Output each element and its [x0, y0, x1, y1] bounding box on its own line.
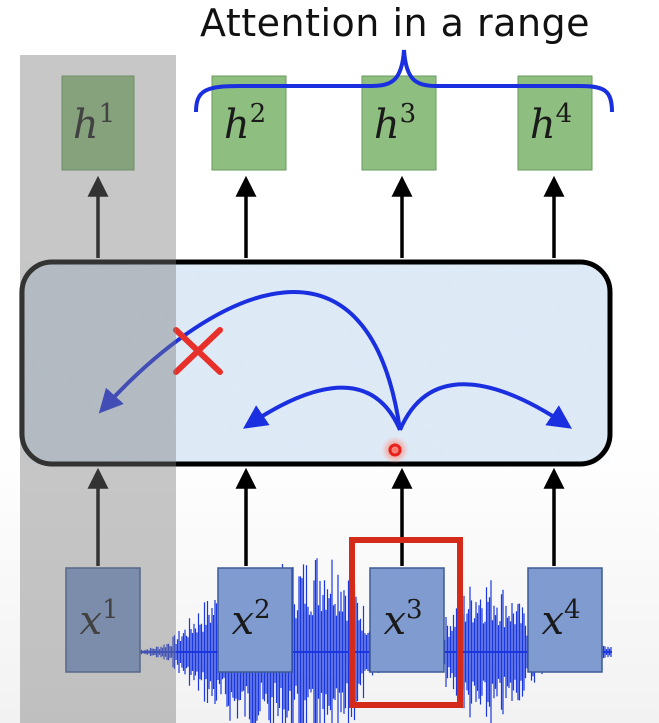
output-h4: h4 [517, 75, 593, 171]
input-x3: x3 [369, 567, 445, 673]
current-input-highlight [349, 537, 463, 708]
input-x1: x1 [65, 567, 141, 673]
input-x4: x4 [527, 567, 603, 673]
attention-arrow-to-x1 [98, 290, 402, 431]
output-label-sup: 1 [99, 99, 116, 129]
attention-layer [19, 259, 613, 467]
output-h3: h3 [361, 75, 437, 171]
attention-arrow-to-x4 [398, 382, 572, 431]
masked-column [20, 55, 176, 723]
input-label-base: x [383, 598, 406, 644]
input-label-base: x [231, 598, 254, 644]
output-h2: h2 [211, 75, 287, 171]
output-label-base: h [73, 102, 99, 148]
output-label-base: h [374, 102, 400, 148]
output-h1: h1 [61, 75, 135, 171]
input-label-base: x [79, 598, 102, 644]
input-label: x1 [79, 595, 118, 644]
output-label: h4 [530, 99, 572, 148]
output-label-sup: 4 [556, 99, 573, 129]
connector-arrows [87, 175, 565, 566]
output-label: h2 [224, 99, 266, 148]
output-label-base: h [530, 102, 556, 148]
input-label: x2 [231, 595, 270, 644]
blocked-cross-icon [173, 327, 223, 375]
range-brace [194, 49, 614, 113]
query-point-ring [388, 443, 402, 457]
input-label-sup: 2 [254, 595, 271, 625]
output-label-base: h [224, 102, 250, 148]
output-label: h1 [73, 99, 115, 148]
output-label-sup: 3 [400, 99, 417, 129]
output-label-sup: 2 [250, 99, 267, 129]
input-label-sup: 4 [564, 595, 581, 625]
output-label: h3 [374, 99, 416, 148]
input-label: x4 [541, 595, 580, 644]
input-label-sup: 1 [102, 595, 119, 625]
input-label-base: x [541, 598, 564, 644]
input-label: x3 [383, 595, 422, 644]
input-x2: x2 [217, 567, 293, 673]
input-label-sup: 3 [406, 595, 423, 625]
attention-arcs [98, 290, 572, 464]
diagram-title: Attention in a range [200, 1, 591, 45]
attention-arrow-to-x2 [243, 385, 402, 431]
query-point [381, 436, 409, 464]
